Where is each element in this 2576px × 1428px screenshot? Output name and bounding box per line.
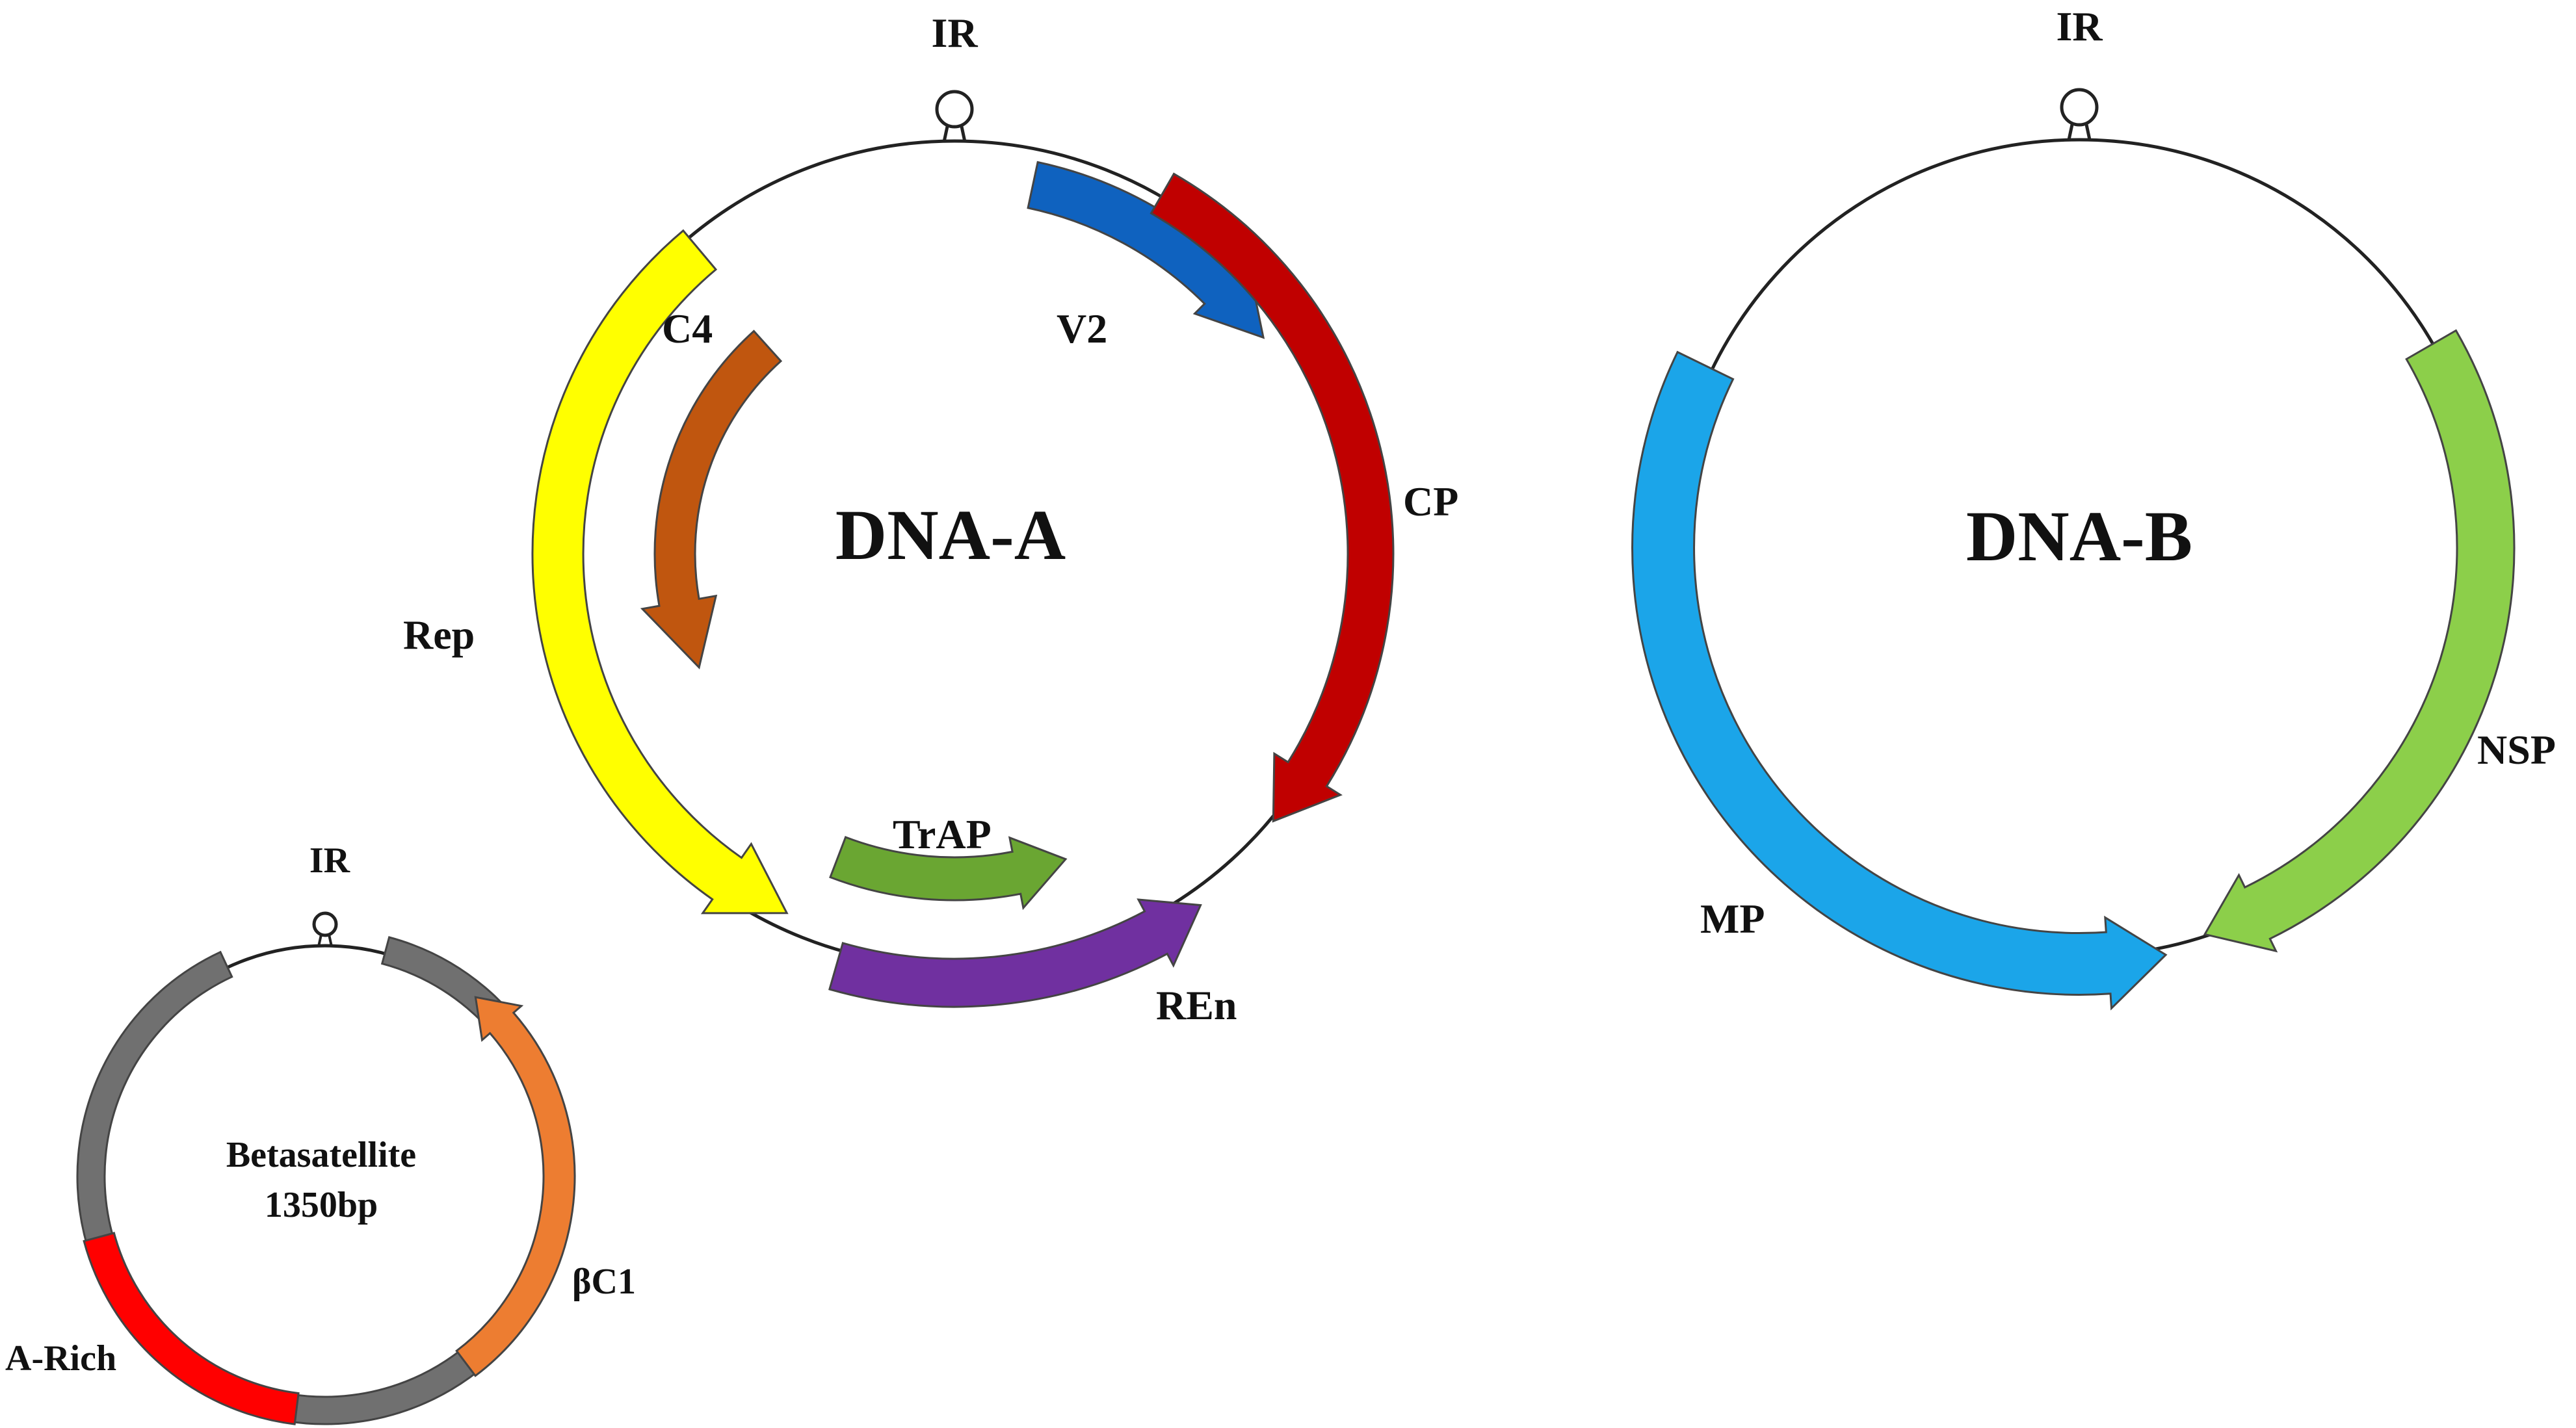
gene-cp-arrow: [1150, 172, 1395, 823]
dna-b-map: IR DNA-B MP NSP: [1631, 3, 2556, 1011]
betasatellite-map: IR Betasatellite 1350bp βC1 A-Rich: [5, 840, 636, 1425]
gene-bc1-arrow: [455, 996, 576, 1377]
gene-nsp-label: NSP: [2477, 727, 2556, 773]
betasatellite-ir-loop-icon: [312, 911, 338, 947]
dna-a-ir-label: IR: [931, 10, 978, 56]
gene-cp-label: CP: [1403, 478, 1458, 525]
betasatellite-size: 1350bp: [265, 1185, 378, 1225]
dna-b-title: DNA-B: [1966, 497, 2192, 576]
dna-b-ir-label: IR: [2056, 3, 2103, 49]
gene-nsp-arrow: [2203, 329, 2516, 953]
gene-bc1-label: βC1: [572, 1262, 636, 1302]
gene-v2-arrow: [1027, 161, 1265, 339]
dna-a-title: DNA-A: [835, 495, 1066, 575]
gene-c4-label: C4: [662, 305, 713, 352]
a-rich-segment: [83, 1232, 300, 1425]
a-rich-label: A-Rich: [5, 1338, 116, 1379]
gene-rep-label: Rep: [403, 612, 475, 658]
betasatellite-title: Betasatellite: [226, 1135, 416, 1175]
gene-mp-label: MP: [1700, 896, 1765, 942]
gene-ren-label: REn: [1156, 982, 1237, 1028]
gene-trap-label: TrAP: [893, 811, 992, 857]
dna-b-ir-loop-icon: [2060, 88, 2099, 140]
gene-mp-arrow: [1631, 350, 2168, 1011]
gene-rep-arrow: [531, 229, 789, 915]
dna-a-ir-loop-icon: [935, 90, 974, 142]
gene-ren-arrow: [828, 898, 1202, 1008]
gene-trap-arrow: [829, 836, 1068, 911]
gene-c4-arrow: [640, 330, 783, 669]
dna-a-map: IR DNA-A Rep C4 V2 CP TrAP REn: [403, 10, 1458, 1028]
betasatellite-ir-label: IR: [309, 840, 350, 881]
gene-v2-label: V2: [1057, 305, 1107, 352]
